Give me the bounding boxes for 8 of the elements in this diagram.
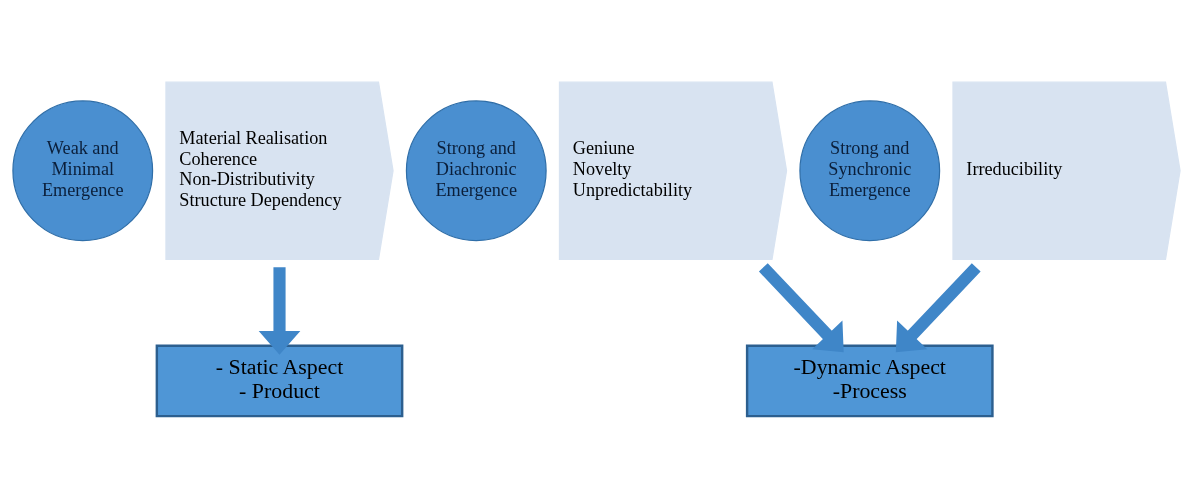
node-box: - Static Aspect - Product (155, 344, 404, 418)
node-box: -Dynamic Aspect -Process (745, 344, 994, 418)
node-circle: Weak and Minimal Emergence (12, 100, 154, 242)
arrow (258, 267, 301, 355)
arrow (895, 263, 981, 353)
node-circle: Strong and Diachronic Emergence (405, 100, 547, 242)
arrow (758, 263, 844, 353)
node-circle: Strong and Synchronic Emergence (799, 100, 941, 242)
